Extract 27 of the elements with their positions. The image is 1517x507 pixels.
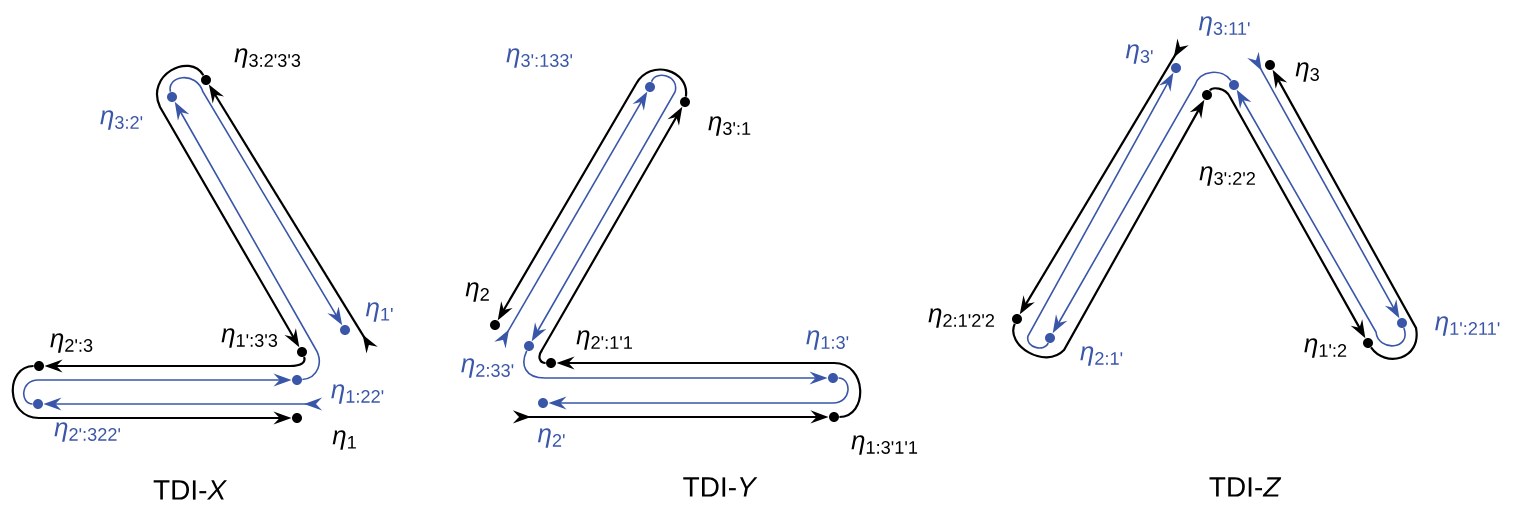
point-label: η$_{2:1'}$ xyxy=(1080,346,1123,366)
point-label: η$_{3:2'}$ xyxy=(100,110,143,130)
point-label: η$_{1:22'}$ xyxy=(331,384,384,404)
point-label: η$_{3':2'2}$ xyxy=(1199,166,1255,186)
point-label: η$_{3'}$ xyxy=(1125,44,1153,64)
point-label: η$_{2':322'}$ xyxy=(54,422,121,442)
point-label: η$_{3:11'}$ xyxy=(1198,16,1250,36)
point-label: η$_{1':211'}$ xyxy=(1435,316,1500,336)
point-label: η$_{2:33'}$ xyxy=(461,358,514,378)
point-label: η$_{2'}$ xyxy=(537,428,565,448)
panel-title: TDI-Z xyxy=(1209,477,1282,497)
point-label: η$_{3':1}$ xyxy=(708,116,751,136)
point-label: η$_{1'}$ xyxy=(365,302,393,322)
panel-title: TDI-X xyxy=(153,480,227,500)
point-label: η$_{2:1'2'2}$ xyxy=(928,308,995,328)
point-label: η$_{1':3'3}$ xyxy=(221,328,278,348)
point-label: η$_{1:3'}$ xyxy=(806,330,849,350)
point-label: η$_{3:2'3'3}$ xyxy=(234,48,301,68)
point-label: η$_{3':133'}$ xyxy=(506,48,573,68)
point-label: η$_{1':2}$ xyxy=(1304,338,1347,358)
point-label: η$_{1}$ xyxy=(332,430,356,450)
point-label: η$_{2':1'1}$ xyxy=(576,330,632,350)
point-label: η$_{2':3}$ xyxy=(50,333,93,353)
point-label: η$_{1:3'1'1}$ xyxy=(851,435,918,455)
point-label: η$_{2}$ xyxy=(465,282,489,302)
panel-title: TDI-Y xyxy=(683,477,758,497)
point-label: η$_{3}$ xyxy=(1295,62,1319,82)
